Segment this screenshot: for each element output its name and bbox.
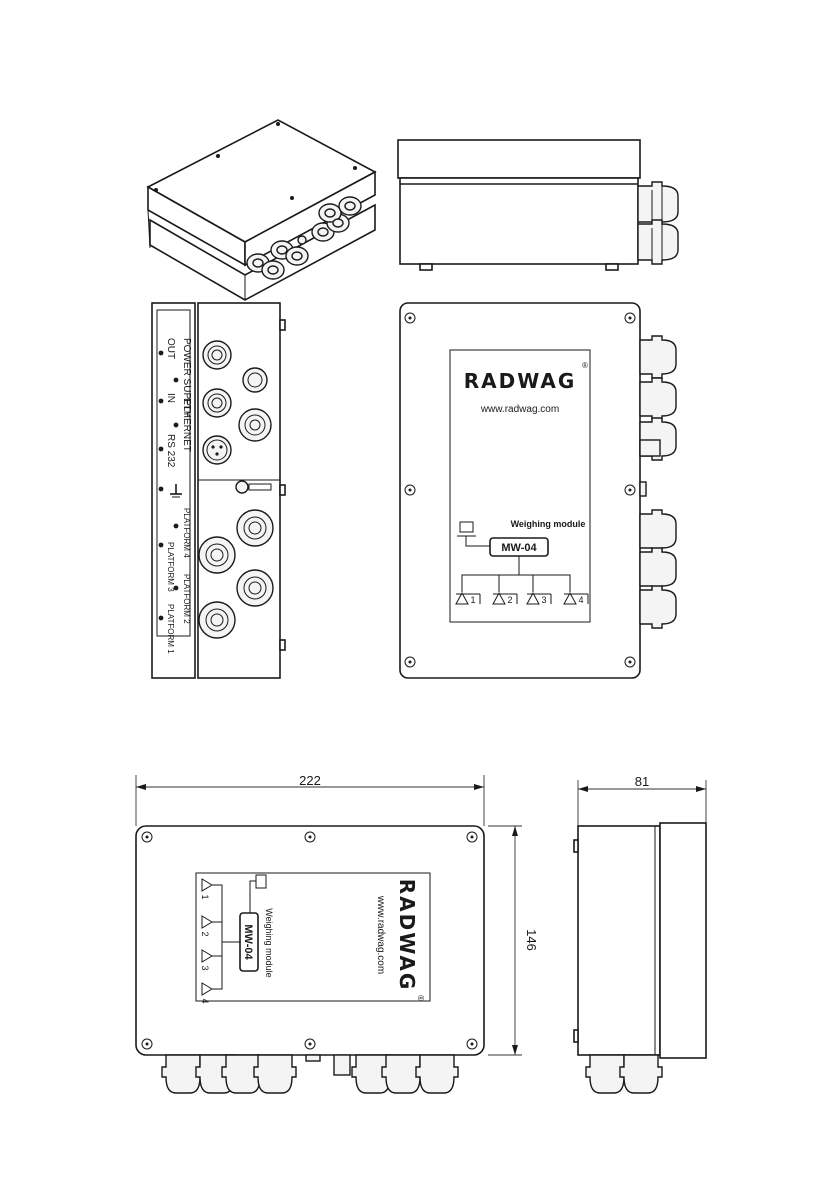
side-glands bbox=[638, 182, 678, 264]
front-view-glands bbox=[640, 336, 676, 628]
brand-logo-rotated: RADWAG bbox=[395, 879, 419, 992]
platform-num-2: 2 bbox=[507, 595, 512, 605]
module-title-rotated: Weighing module bbox=[264, 908, 274, 977]
label-platform2: PLATFORM 2 bbox=[182, 574, 191, 624]
platform-num-2-rotated: 2 bbox=[200, 931, 210, 936]
label-platform4: PLATFORM 4 bbox=[182, 508, 191, 558]
registered-mark: ® bbox=[582, 361, 588, 370]
dimensioned-side-view: 81 bbox=[574, 774, 706, 1093]
front-view: RADWAG ® www.radwag.com Weighing module … bbox=[400, 303, 676, 678]
dimensioned-front-view: 222 146 RADWAG ® www.radwag.com Weighing… bbox=[136, 773, 539, 1093]
isometric-view bbox=[148, 120, 375, 300]
website-text-rotated: www.radwag.com bbox=[375, 895, 386, 974]
platform-num-3-rotated: 3 bbox=[200, 965, 210, 970]
registered-mark-rotated: ® bbox=[416, 995, 425, 1001]
brand-logo: RADWAG bbox=[464, 369, 577, 393]
platform-num-1: 1 bbox=[470, 595, 475, 605]
bottom-glands bbox=[162, 1055, 458, 1093]
platform-num-1-rotated: 1 bbox=[200, 894, 210, 899]
dimension-height: 146 bbox=[524, 929, 539, 951]
platform-num-3: 3 bbox=[541, 595, 546, 605]
side-view-top bbox=[398, 140, 678, 270]
label-ethernet: ETHERNET bbox=[181, 398, 192, 452]
module-name-rotated: MW-04 bbox=[242, 924, 254, 960]
module-title: Weighing module bbox=[511, 519, 586, 529]
label-platform3: PLATFORM 3 bbox=[166, 542, 175, 592]
connector-panel-view: OUT POWER SUPPLY IN ETHERNET RS 232 PLAT… bbox=[152, 303, 285, 678]
platform-num-4-rotated: 4 bbox=[200, 998, 210, 1003]
website-text: www.radwag.com bbox=[480, 404, 559, 415]
dimension-width: 222 bbox=[299, 773, 321, 788]
label-platform1: PLATFORM 1 bbox=[166, 604, 175, 654]
label-rs232: RS 232 bbox=[165, 434, 176, 468]
dimension-depth: 81 bbox=[635, 774, 649, 789]
platform-num-4: 4 bbox=[578, 595, 583, 605]
module-name: MW-04 bbox=[501, 542, 537, 554]
label-in: IN bbox=[165, 393, 176, 403]
label-out: OUT bbox=[165, 338, 176, 359]
